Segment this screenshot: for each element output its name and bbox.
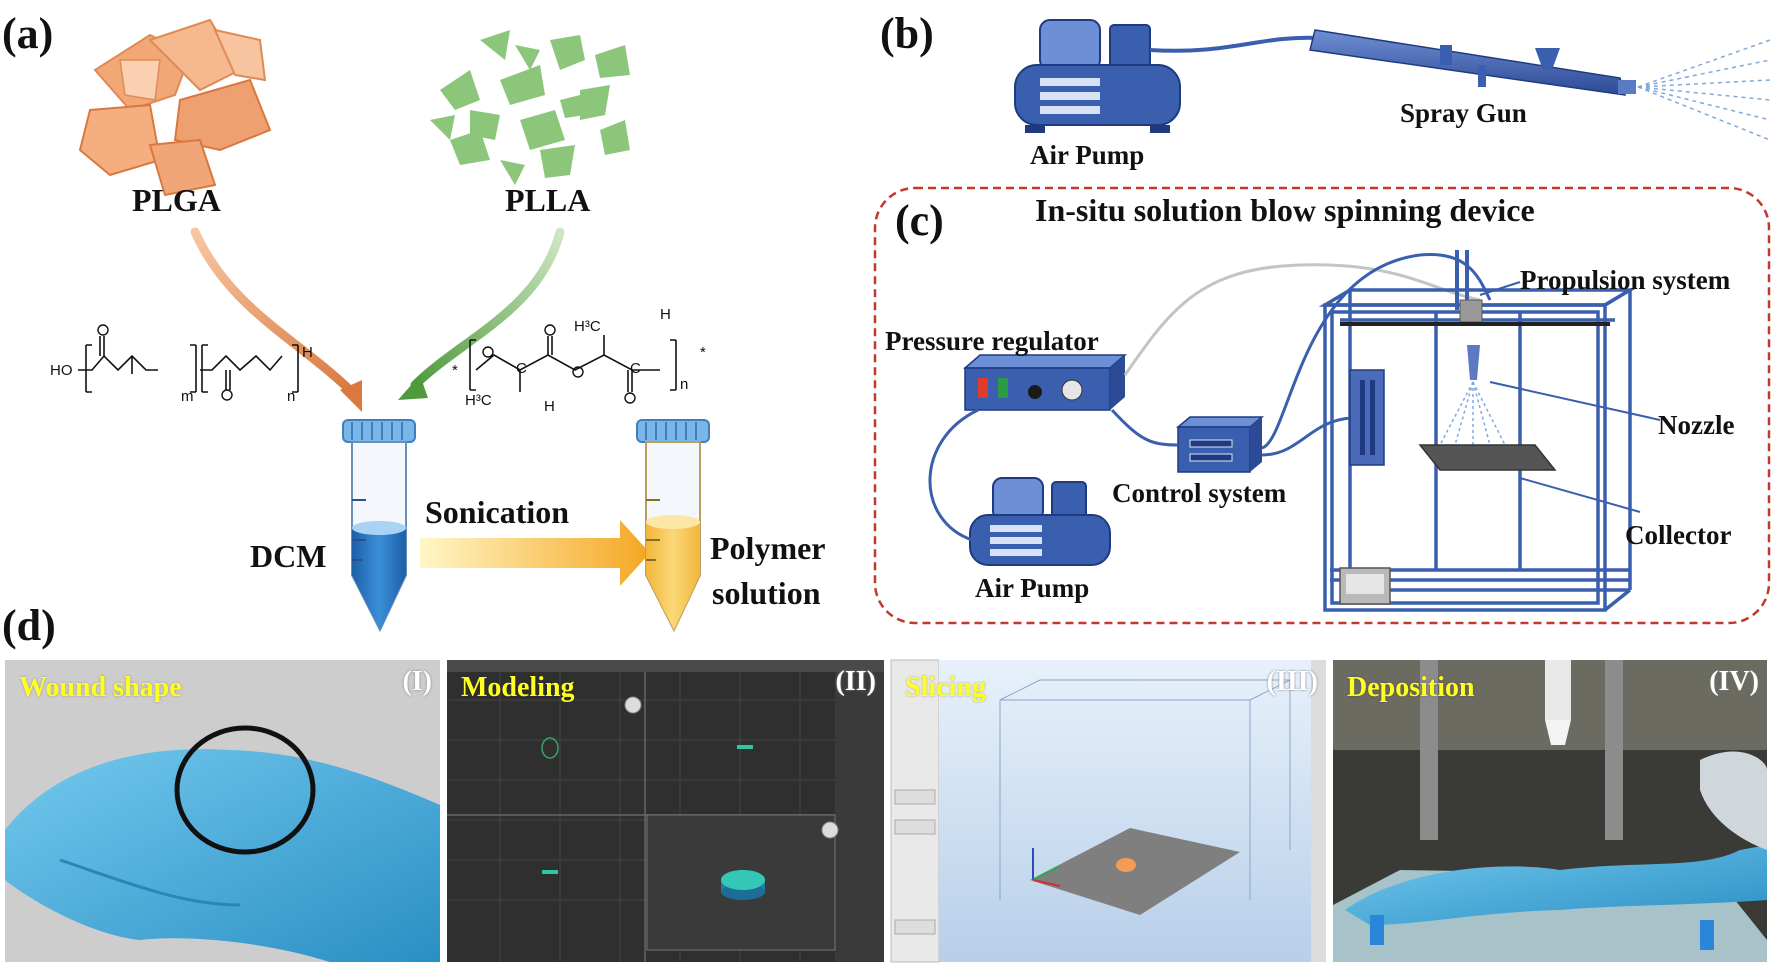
panel-b-letter: (b) [880,9,934,58]
plga-n: n [287,388,296,405]
control-system-label: Control system [1112,478,1287,508]
plla-n: n [680,376,689,393]
pressure-regulator-label: Pressure regulator [885,326,1099,356]
sonication-arrow [420,520,650,586]
plga-ho: HO [50,362,73,379]
air-pump-c [969,477,1111,566]
photo-title: Slicing [905,672,986,703]
plga-label: PLGA [132,182,221,218]
photo-wound-shape [5,660,440,962]
photo-panel-1: Wound shape (I) [5,660,440,962]
polymer-tube [636,419,710,633]
photo-number: (III) [1266,666,1318,697]
panel-c-letter: (c) [895,196,944,245]
photo-panel-3: Slicing (III) [891,660,1326,962]
panel-c-air-pump-label: Air Pump [975,573,1090,603]
plla-h-bottom: H [544,398,555,415]
collector-label: Collector [1625,520,1732,550]
plla-structure [469,335,677,392]
photo-panel-2: Modeling (II) [447,660,884,962]
plga-arrow-head [340,380,362,412]
propulsion-system-label: Propulsion system [1520,265,1731,295]
plla-star-right: * [700,344,706,361]
photo-panel-4: Deposition (IV) [1333,660,1767,962]
photo-deposition [1333,660,1767,962]
nozzle-label: Nozzle [1658,410,1735,440]
control-system [1175,416,1265,473]
panel-c-title: In-situ solution blow spinning device [1035,192,1535,228]
photo-modeling [447,660,884,962]
plla-h-top: H [660,306,671,323]
plga-m: m [181,388,194,405]
plla-star-left: * [452,362,458,379]
spray-gun [1309,29,1771,141]
sonication-label: Sonication [425,494,570,530]
photo-number: (I) [402,666,432,697]
dcm-tube [342,419,416,633]
plga-structure [78,336,299,393]
photo-number: (II) [835,666,876,697]
photo-title: Modeling [461,672,575,703]
panel-b-air-pump-label: Air Pump [1030,140,1145,170]
plla-flakes [430,30,630,185]
plla-label: PLLA [505,182,591,218]
photo-title: Wound shape [19,672,182,703]
polymer-solution-line1: Polymer [710,530,826,566]
photo-number: (IV) [1709,666,1759,697]
plga-flakes [78,18,272,197]
panel-c-frame [873,186,1771,625]
plla-c-1: C [516,360,527,377]
photo-title: Deposition [1347,672,1475,703]
pressure-regulator [962,354,1128,411]
photo-slicing [890,659,1326,963]
air-pump-b [1014,19,1181,133]
polymer-solution-line2: solution [712,575,821,611]
plga-h: H [302,344,313,361]
plla-h3c-top: H³C [574,318,601,335]
panel-a-letter: (a) [2,9,54,58]
spray-gun-label: Spray Gun [1400,98,1527,128]
plla-c-2: C [630,360,641,377]
plla-arrow-head [398,375,428,400]
plla-h3c-bottom: H³C [465,392,492,409]
dcm-label: DCM [250,538,327,574]
panel-d-letter: (d) [2,601,56,650]
